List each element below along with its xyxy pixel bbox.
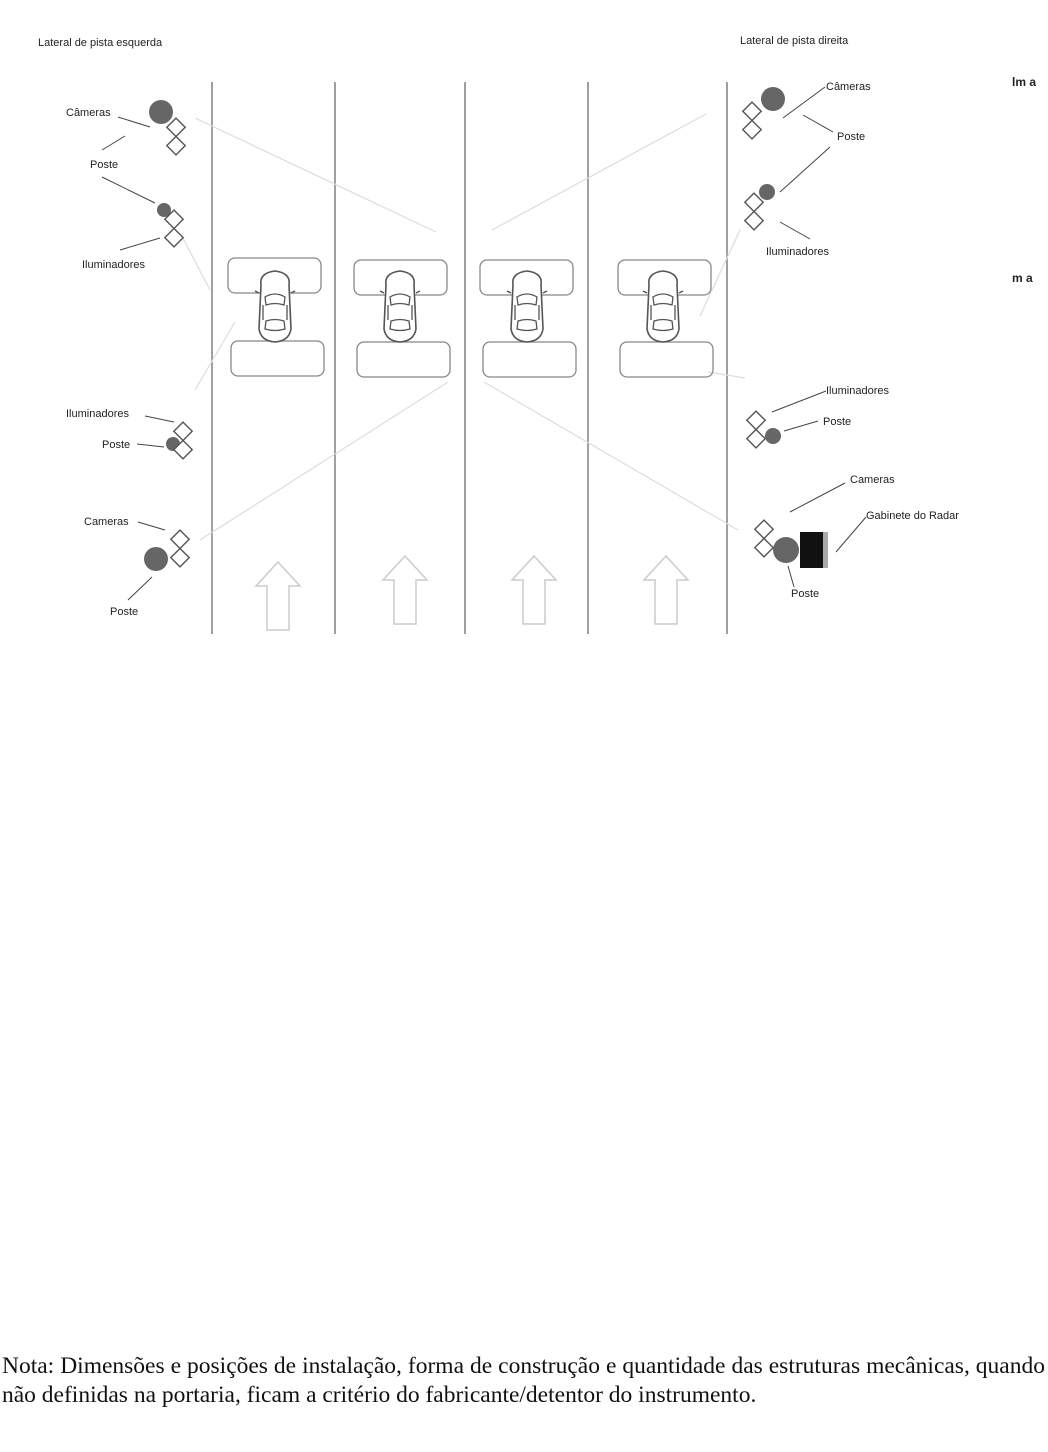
radar-cabinet-icon — [800, 532, 823, 568]
left-equipment-camera-bottom — [144, 529, 190, 571]
right-equipment-illuminator-top — [744, 184, 775, 231]
label-right-poste-top: Poste — [837, 131, 865, 143]
pole-icon — [761, 87, 785, 111]
right-equipment-top — [742, 87, 785, 140]
label-left-poste-bottom: Poste — [110, 606, 138, 618]
detection-zone — [619, 341, 714, 378]
label-right-poste-mid: Poste — [823, 416, 851, 428]
left-equipment-top — [149, 100, 186, 156]
right-leader-lines — [771, 86, 867, 588]
pole-icon — [144, 547, 168, 571]
label-right-iluminadores-bottom: Iluminadores — [826, 385, 889, 397]
car-icon — [379, 270, 421, 343]
label-left-poste-mid: Poste — [102, 439, 130, 451]
pole-icon — [149, 100, 173, 124]
radar-installation-diagram: Lateral de pista esquerda Lateral de pis… — [38, 35, 1036, 634]
note-paragraph: Nota: Dimensões e posições de instalação… — [2, 1353, 1045, 1408]
label-right-gabinete: Gabinete do Radar — [866, 510, 959, 522]
label-right-cameras-top: Câmeras — [826, 81, 871, 93]
camera-icon — [170, 529, 190, 568]
direction-arrow-icon — [255, 561, 301, 631]
label-right-poste-bottom: Poste — [791, 588, 819, 600]
detection-zone — [356, 341, 451, 378]
direction-arrow-icon — [382, 555, 428, 625]
pole-icon — [759, 184, 775, 200]
label-right-iluminadores-top: Iluminadores — [766, 246, 829, 258]
right-equipment-camera-bottom — [754, 519, 828, 568]
detection-zone — [482, 341, 577, 378]
direction-arrow-icon — [511, 555, 557, 625]
left-equipment-illuminator-top — [157, 203, 184, 248]
left-leader-lines — [101, 116, 175, 601]
right-equipment-illuminator-bottom — [746, 410, 781, 449]
car-icon — [254, 270, 296, 343]
left-side-title: Lateral de pista esquerda — [38, 37, 163, 49]
car-icon — [642, 270, 684, 343]
direction-arrow-icon — [643, 555, 689, 625]
illuminator-icon — [746, 410, 766, 449]
detection-zone — [230, 340, 325, 377]
camera-icon — [754, 519, 774, 558]
illuminator-icon — [744, 192, 764, 231]
illuminator-icon — [164, 209, 184, 248]
pole-icon — [765, 428, 781, 444]
left-equipment-illuminator-bottom — [166, 421, 193, 460]
detection-zones — [227, 257, 714, 378]
camera-icon — [166, 117, 186, 156]
lane-lines — [211, 82, 728, 634]
camera-icon — [742, 101, 762, 140]
car-icon — [506, 270, 548, 343]
label-left-cameras-top: Câmeras — [66, 107, 111, 119]
pole-icon — [157, 203, 171, 217]
label-left-iluminadores-bottom: Iluminadores — [66, 408, 129, 420]
label-left-poste-top: Poste — [90, 159, 118, 171]
label-left-cameras-bottom: Cameras — [84, 516, 129, 528]
clipped-text-2: m a — [1012, 271, 1033, 285]
pole-icon — [773, 537, 799, 563]
camera-view-lines — [182, 113, 746, 541]
clipped-text-1: lm a — [1012, 75, 1036, 89]
label-right-cameras-bottom: Cameras — [850, 474, 895, 486]
label-left-iluminadores-top: Iluminadores — [82, 259, 145, 271]
right-side-title: Lateral de pista direita — [740, 35, 849, 47]
